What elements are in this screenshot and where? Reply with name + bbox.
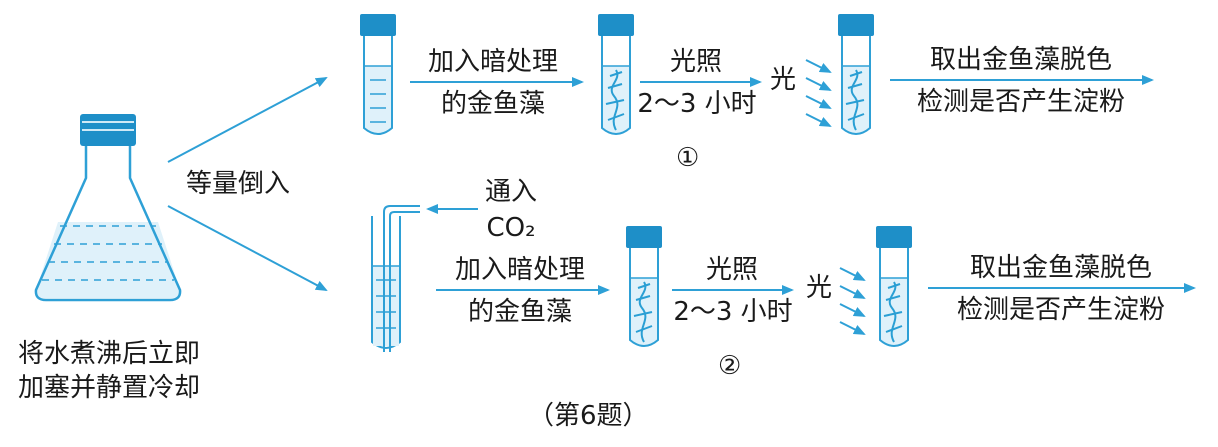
row1-tube-plant	[598, 14, 634, 135]
row2-marker: ②	[718, 351, 742, 381]
row1-step2-line2: 2～3 小时	[637, 89, 757, 119]
row1-tube-lit	[838, 14, 874, 135]
split-arrow-down	[167, 205, 328, 291]
row2-gas-label-line2: CO₂	[486, 213, 536, 243]
row2-step3-line1: 取出金鱼藻脱色	[969, 253, 1152, 283]
flask-caption-line2: 加塞并静置冷却	[17, 373, 200, 403]
co2-pipe	[383, 205, 420, 352]
row2-tube-with-pipe	[371, 205, 420, 352]
row1-light-label: 光	[770, 65, 797, 95]
row1-tube-water	[360, 14, 396, 135]
row2-step2-line2: 2～3 小时	[673, 297, 793, 327]
row1-step1-line2: 的金鱼藻	[440, 89, 545, 119]
row2-step2-line1: 光照	[705, 255, 758, 285]
row2-light-rays	[839, 267, 866, 335]
flask	[34, 114, 182, 302]
row1-step2-line1: 光照	[669, 47, 722, 77]
row1-step1-line1: 加入暗处理	[427, 47, 558, 77]
row2-step3-line2: 检测是否产生淀粉	[956, 295, 1165, 325]
row2-step1-line1: 加入暗处理	[454, 255, 585, 285]
row2-step1-line2: 的金鱼藻	[467, 297, 572, 327]
split-label: 等量倒入	[186, 169, 291, 199]
row2-tube-lit	[876, 226, 912, 347]
flask-caption-line1: 将水煮沸后立即	[17, 339, 200, 369]
row2-tube-plant	[626, 226, 662, 347]
row1-marker: ①	[676, 143, 700, 173]
figure-caption: （第6题）	[528, 401, 649, 431]
row1-step3-line2: 检测是否产生淀粉	[916, 87, 1125, 117]
flask-body	[34, 146, 182, 302]
flask-water	[35, 222, 181, 298]
row2-light-label: 光	[806, 273, 833, 303]
row1-light-rays	[805, 59, 832, 127]
row1-step3-line1: 取出金鱼藻脱色	[929, 45, 1112, 75]
split-arrow-up	[167, 77, 328, 163]
row2-gas-label-line1: 通入	[484, 177, 537, 207]
